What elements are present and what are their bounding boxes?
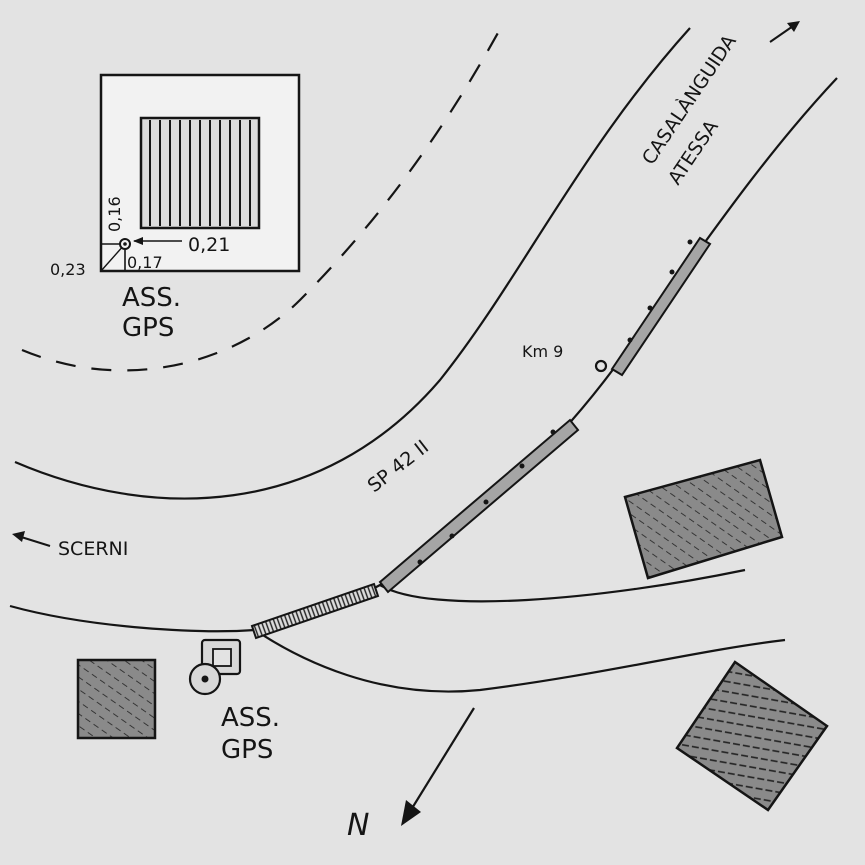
measure-0-16: 0,16 (105, 196, 124, 232)
gps-benchmark-icon (188, 638, 242, 696)
measure-0-17: 0,17 (127, 253, 163, 272)
guardrail-upper (610, 236, 712, 377)
km-marker-label: Km 9 (522, 342, 563, 361)
north-arrow-icon (401, 707, 475, 826)
direction-arrow-icon (12, 531, 51, 547)
road-name-label: SP 42 II (364, 436, 433, 497)
branch-road-upper-edge (379, 568, 746, 603)
measure-0-23: 0,23 (50, 260, 86, 279)
road-edge-upper (14, 27, 691, 500)
direction-label-west: SCERNI (58, 538, 128, 560)
inset-caption-line1: ASS. (122, 283, 181, 313)
guardrail-lower (378, 418, 580, 594)
gps-detail-inset (99, 73, 301, 273)
gps-caption-line1: ASS. (221, 703, 280, 733)
measure-0-21: 0,21 (188, 234, 230, 256)
guardrail-hatched (250, 582, 380, 640)
branch-road-lower-edge (254, 629, 786, 693)
dashed-track (21, 19, 506, 372)
building-left (76, 658, 157, 740)
building-right-bottom (675, 660, 829, 812)
north-label: N (347, 808, 369, 843)
direction-arrow-icon (769, 21, 800, 43)
building-right-top (623, 458, 784, 580)
inset-caption-line2: GPS (122, 313, 174, 343)
gps-caption-line2: GPS (221, 735, 273, 765)
km-marker-icon (594, 359, 608, 373)
